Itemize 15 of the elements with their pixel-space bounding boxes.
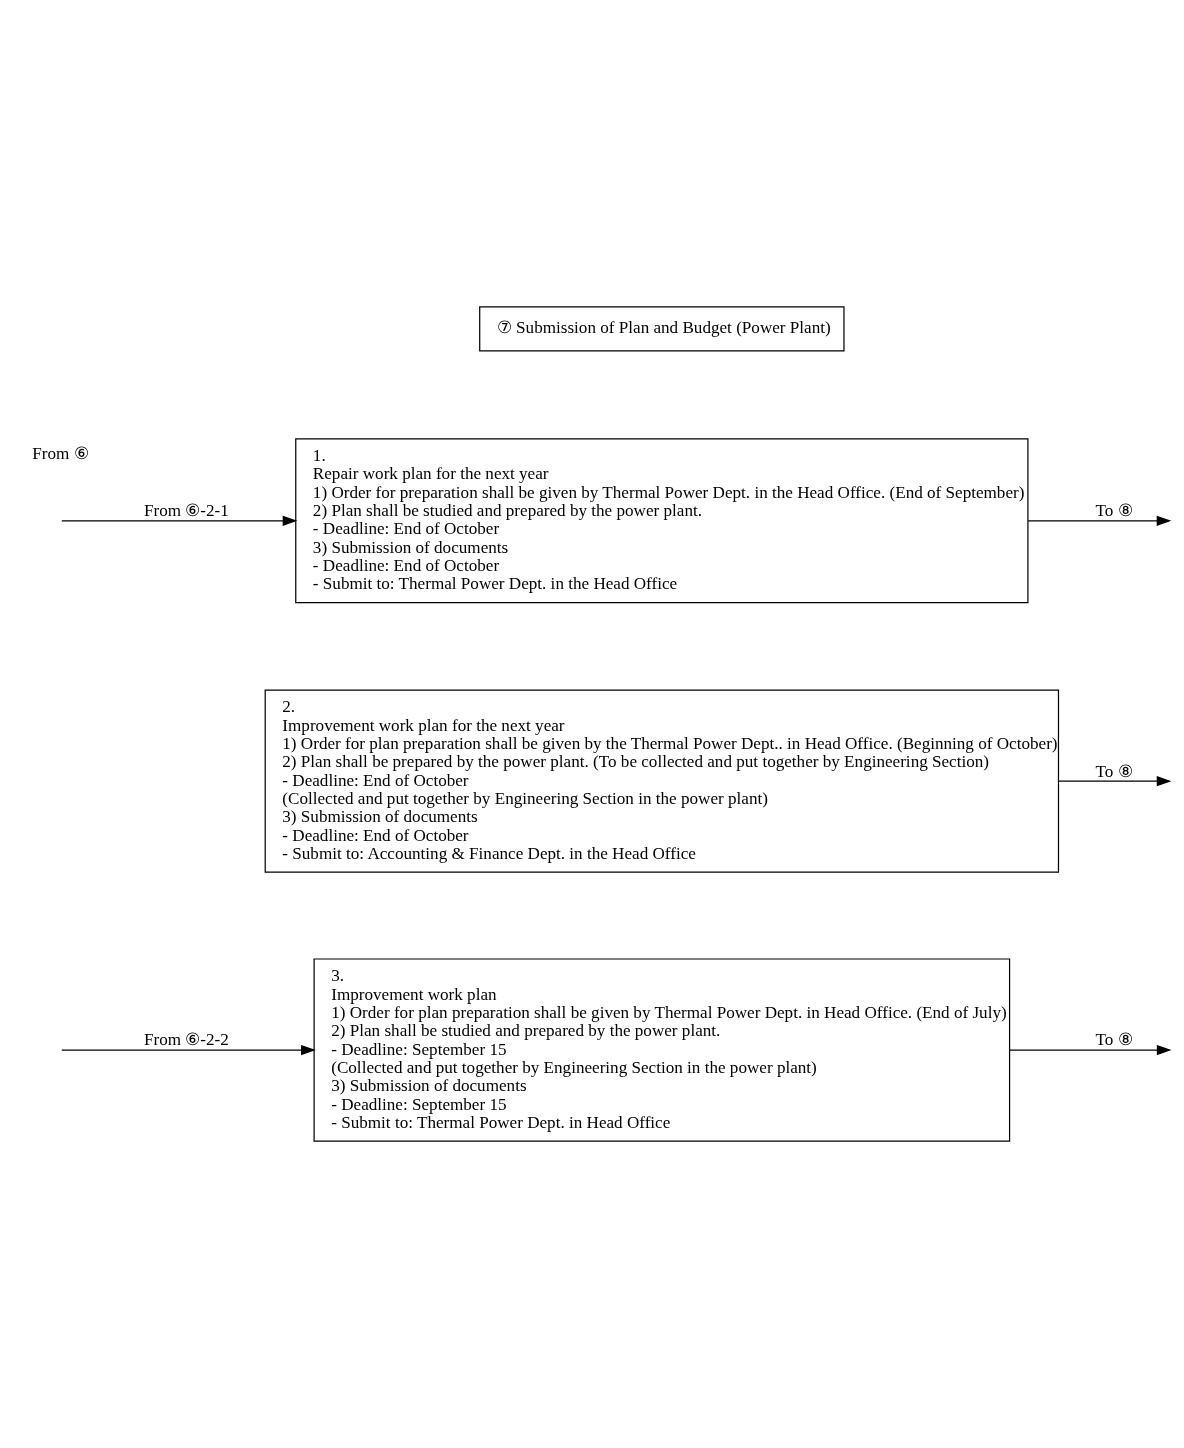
arrow [61,515,298,526]
node-box: 1. Repair work plan for the next year 1) Order for preparation shall be given by Thermal Power Dept. in the Head Office. (End of September) 2) Plan shall be studied and prepared by the power plant. - Deadline: End of October 3) Submission of documents - Deadline: End of October - Submit to: Thermal Power Dept. in the Head Office [295,438,1029,604]
edge-label: From ⑥-2-1 [143,501,229,521]
arrow [1057,776,1172,787]
arrow [1009,1044,1172,1056]
edge-label: From ⑥-2-2 [143,1030,229,1050]
arrow [61,1044,316,1056]
edge-label: To ⑧ [1095,761,1133,781]
node-box: 3. Improvement work plan 1) Order for plan preparation shall be given by Thermal Power Dept. in Head Office. (End of July) 2) Plan shall be studied and prepared by the power plant. - Deadline: September 15 (Collected and put together by Engineering Section in the power plant) 3) Submission of documents - Deadline: September 15 - Submit to: Thermal Power Dept. in Head Office [313,958,1011,1142]
node-box: 2. Improvement work plan for the next year 1) Order for plan preparation shall be given by the Thermal Power Dept.. in Head Office. (Beginning of October) 2) Plan shall be prepared by the power plant. (To be collected and put together by Engineering Section) - Deadline: End of October (Collected and put together by Engineering Section in the power plant) 3) Submission of documents - Deadline: End of October - Submit to: Accounting & Finance Dept. in the Head Office [264,689,1060,873]
arrow [1027,515,1172,526]
node-box: ⑦ Submission of Plan and Budget (Power Plant) [479,306,845,352]
edge-label: To ⑧ [1095,1030,1133,1050]
label: From ⑥ [32,444,89,464]
edge-label: To ⑧ [1095,501,1133,521]
